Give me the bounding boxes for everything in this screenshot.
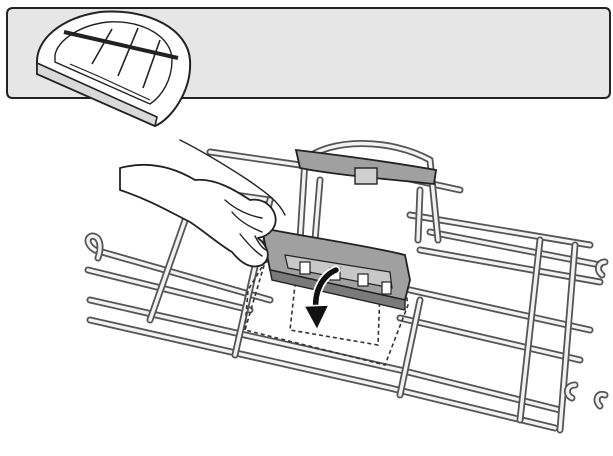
basket-handle [294,140,442,244]
rack-insert-icon [35,10,192,128]
rotate-down-arrow-icon [302,265,341,332]
hand-illustration [119,139,286,268]
dishwasher-rack [84,148,609,434]
